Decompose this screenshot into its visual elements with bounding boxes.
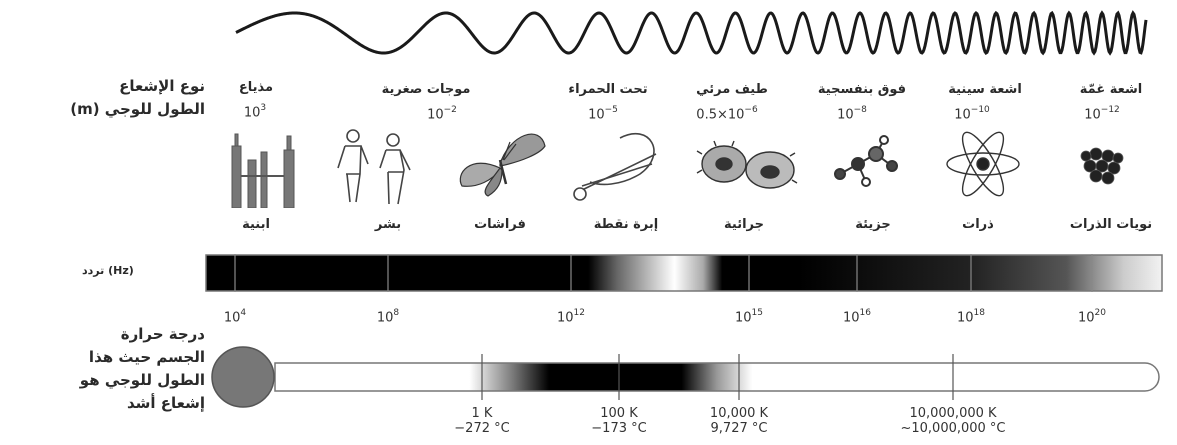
nucleus-icon: [1080, 147, 1124, 185]
thermometer: [211, 346, 1160, 408]
frequency-axis-title: تردد (Hz): [82, 264, 134, 277]
atom-icon: [946, 131, 1020, 197]
temperature-tick-1k: 1 K−272 °C: [454, 406, 510, 436]
temperature-title-line-4: إشعاع أشد: [126, 394, 205, 412]
radiation-type-visible: طيف مرئي: [696, 82, 768, 97]
frequency-bar: [205, 254, 1163, 292]
temperature-tick-10000000k: 10,000,000 K~10,000,000 °C: [900, 406, 1006, 436]
temperature-title-line-2: الجسم حيث هذا: [88, 348, 205, 366]
radiation-type-ultraviolet: فوق بنفسجية: [817, 82, 907, 97]
object-butterflies: فراشات: [474, 217, 526, 232]
radiation-type-heading: نوع الإشعاع: [119, 77, 205, 95]
radiation-type-xray: اشعة سينية: [948, 82, 1022, 97]
object-molecules: جزيئة: [855, 217, 891, 232]
object-buildings: ابنية: [242, 217, 270, 232]
frequency-tick-1e12: 1012: [557, 308, 585, 326]
humans-icon: [337, 129, 411, 205]
buildings-icon: [231, 133, 295, 208]
radiation-type-gamma: اشعة غمّة: [1079, 82, 1143, 97]
radiation-type-microwave: موجات صغرية: [381, 82, 471, 97]
needle-icon: [573, 132, 657, 201]
temperature-axis-title: درجة حرارة الجسم حيث هذا الطول للوجي هو …: [80, 323, 205, 415]
frequency-tick-1e8: 108: [376, 308, 400, 326]
wavelength-ultraviolet: 10−8: [837, 105, 867, 123]
wavelength-heading: الطول للوجي (m): [70, 100, 205, 118]
object-protozoans: جرائية: [724, 217, 764, 232]
wavelength-xray: 10−10: [954, 105, 990, 123]
radiation-type-radio: مذياع: [238, 80, 274, 95]
wavelength-gamma: 10−12: [1084, 105, 1120, 123]
frequency-tick-1e18: 1018: [957, 308, 985, 326]
temperature-title-line-3: الطول للوجي هو: [79, 371, 205, 389]
wavelength-axis-title: نوع الإشعاع الطول للوجي (m): [70, 75, 205, 121]
frequency-tick-1e16: 1016: [843, 308, 871, 326]
object-humans: بشر: [374, 217, 402, 232]
frequency-tick-1e15: 1015: [735, 308, 763, 326]
temperature-tick-100k: 100 K−173 °C: [591, 406, 647, 436]
cells-icon: [696, 140, 798, 189]
frequency-tick-1e4: 104: [223, 308, 247, 326]
frequency-tick-1e20: 1020: [1078, 308, 1106, 326]
wave-graphic: [235, 10, 1148, 56]
object-atoms: ذرات: [962, 217, 994, 232]
wavelength-infrared: 10−5: [588, 105, 618, 123]
wavelength-radio: 103: [243, 103, 267, 121]
wavelength-visible: 0.5×10−6: [696, 105, 758, 123]
wavelength-microwave: 10−2: [427, 105, 457, 123]
butterfly-icon: [459, 133, 546, 197]
molecule-icon: [834, 135, 898, 187]
object-needle-point: إبرة نقطة: [593, 217, 659, 232]
radiation-type-infrared: تحت الحمراء: [568, 82, 648, 97]
scale-icons-row: [231, 129, 1124, 208]
object-atomic-nuclei: نويات الذرات: [1069, 217, 1153, 232]
temperature-title-line-1: درجة حرارة: [120, 325, 205, 343]
